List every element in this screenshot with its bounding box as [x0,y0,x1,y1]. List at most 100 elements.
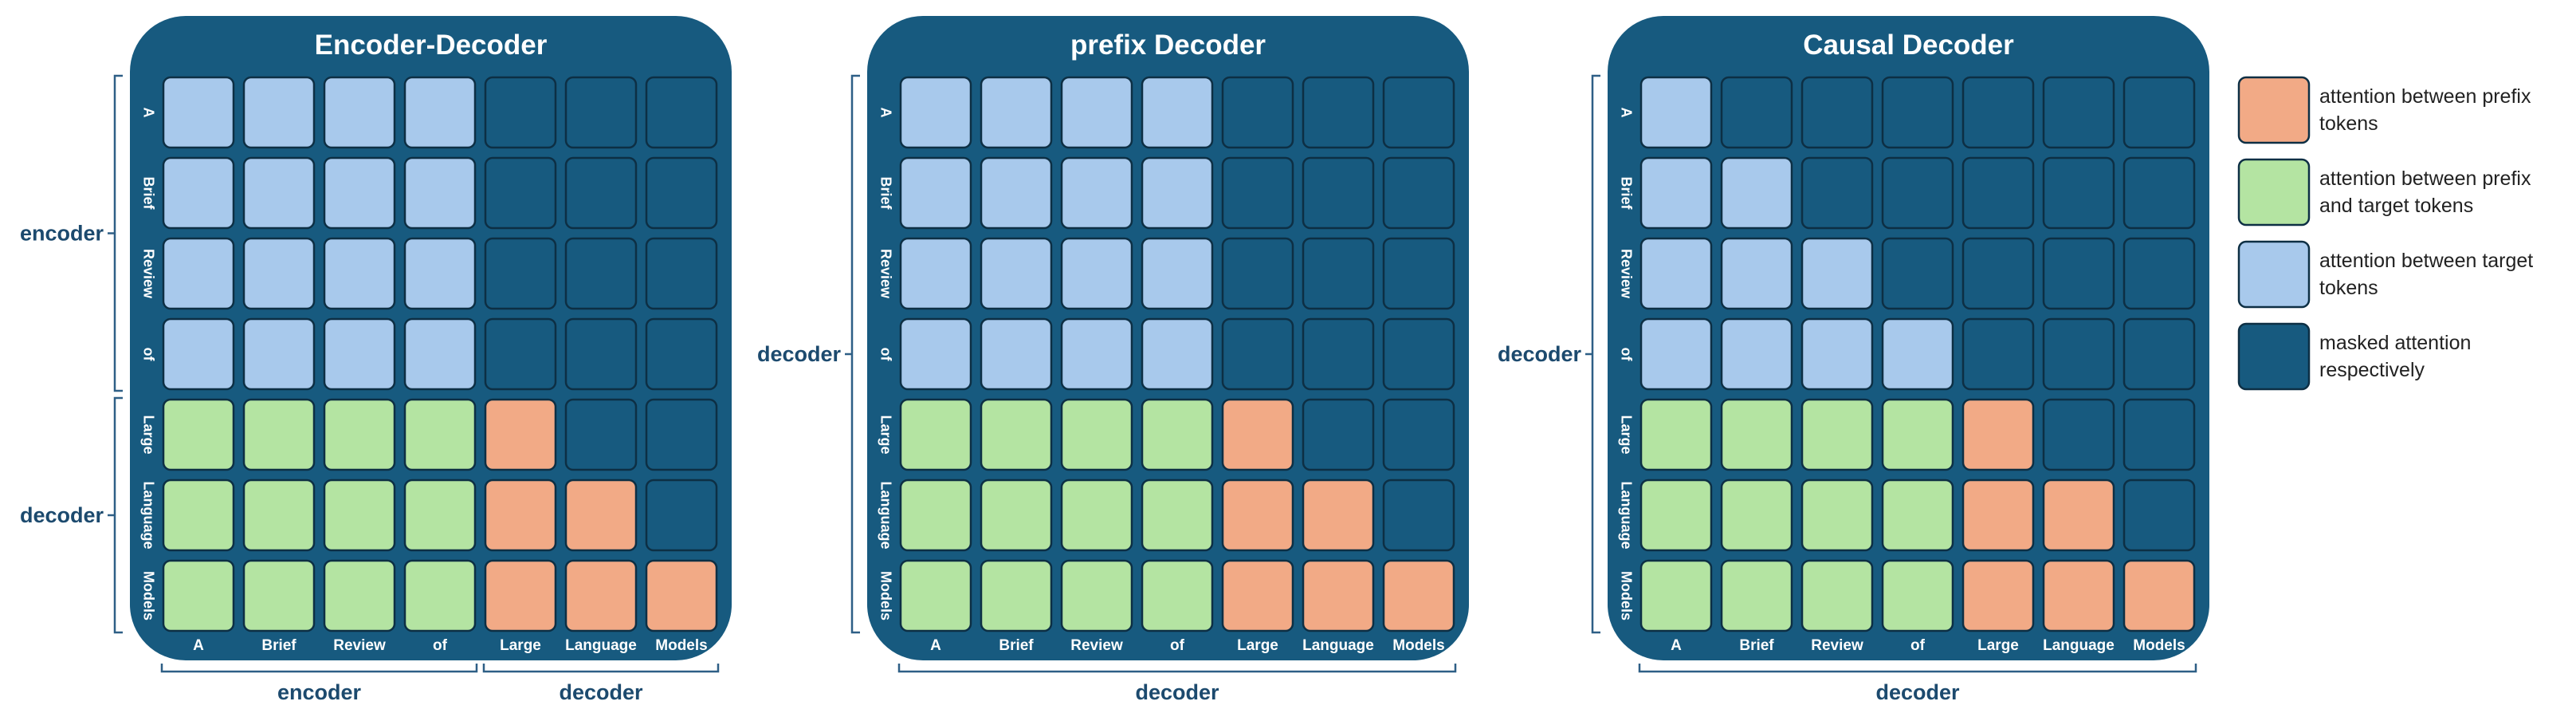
attention-cell [323,479,396,552]
legend-label: and target tokens [2319,195,2473,217]
attention-cell [899,479,972,552]
panel-title: prefix Decoder [1070,30,1266,61]
attention-cell [484,479,557,552]
column-label: of [1170,637,1185,654]
row-label: of [140,348,156,362]
column-label: Brief [261,637,296,654]
attention-cell [403,559,477,632]
attention-cell [980,156,1053,230]
legend-label: tokens [2319,112,2378,135]
column-label: Language [1302,637,1374,654]
attention-cell [2122,479,2196,552]
attention-cell [2122,156,2196,230]
attention-cell [162,317,235,391]
legend-label: attention between prefix [2319,167,2531,190]
attention-cell [1382,237,1455,310]
attention-cell [1639,76,1713,149]
attention-cell [1639,237,1713,310]
attention-cell [1382,317,1455,391]
panel-title: Causal Decoder [1803,30,2014,61]
attention-cell [1060,76,1133,149]
attention-cell [1881,237,1954,310]
attention-cell [484,317,557,391]
attention-cell [1060,398,1133,471]
column-label: Brief [999,637,1034,654]
row-label: Large [140,415,156,454]
attention-cell [323,317,396,391]
legend-swatch [2237,76,2311,144]
attention-cell [2042,317,2115,391]
attention-cell [242,559,316,632]
column-label: Large [1237,637,1278,654]
attention-cell [2042,398,2115,471]
attention-cell [980,398,1053,471]
attention-cell [323,76,396,149]
attention-cell [403,76,477,149]
row-label: of [878,348,893,362]
attention-cell [1302,479,1375,552]
attention-cell [1639,559,1713,632]
column-label: Models [2133,637,2185,654]
row-group-label: decoder [20,503,104,527]
attention-cell [1382,76,1455,149]
attention-cell [323,156,396,230]
attention-cell [484,156,557,230]
attention-cell [645,317,718,391]
legend-swatch [2237,240,2311,309]
attention-cell [2122,559,2196,632]
attention-cell [2122,317,2196,391]
column-label: Review [333,637,386,654]
attention-cell [564,237,638,310]
column-label: of [1910,637,1926,654]
attention-cell [242,317,316,391]
group-bracket [108,74,123,392]
attention-cell [162,559,235,632]
attention-cell [162,76,235,149]
row-label: Brief [140,176,156,210]
attention-cell [1639,156,1713,230]
attention-cell [564,156,638,230]
attention-cell [645,479,718,552]
attention-cell [1881,317,1954,391]
attention-cell [1800,237,1874,310]
group-bracket [1585,74,1600,634]
column-group-label: decoder [1875,680,1960,704]
row-label: Brief [878,176,893,210]
column-label: Language [565,637,637,654]
attention-cell [1961,156,2035,230]
row-label: Models [1618,571,1634,620]
attention-cell [980,76,1053,149]
row-label: Language [878,481,893,549]
attention-cell [2042,559,2115,632]
attention-cell [564,479,638,552]
column-label: of [433,637,448,654]
row-label: of [1618,348,1634,362]
attention-cell [1961,559,2035,632]
attention-cell [2042,479,2115,552]
attention-cell [162,237,235,310]
attention-cell [1881,398,1954,471]
column-label: Review [1070,637,1123,654]
legend: attention between prefixtokensattention … [2237,76,2533,391]
attention-cell [1720,156,1793,230]
attention-cell [980,479,1053,552]
attention-cell [564,76,638,149]
column-label: Models [655,637,707,654]
attention-cell [1720,398,1793,471]
row-label: Large [1618,415,1634,454]
attention-cell [1302,317,1375,391]
attention-cell [323,559,396,632]
attention-cell [899,398,972,471]
row-label: Models [140,571,156,620]
attention-cell [1961,398,2035,471]
row-label: Review [878,249,893,299]
attention-cell [1800,479,1874,552]
attention-cell [1302,398,1375,471]
row-group-label: decoder [1498,342,1582,366]
attention-cell [1800,76,1874,149]
row-label: A [1618,108,1634,118]
row-group-label: decoder [757,342,842,366]
attention-cell [899,156,972,230]
attention-cell [1302,237,1375,310]
attention-cell [899,559,972,632]
